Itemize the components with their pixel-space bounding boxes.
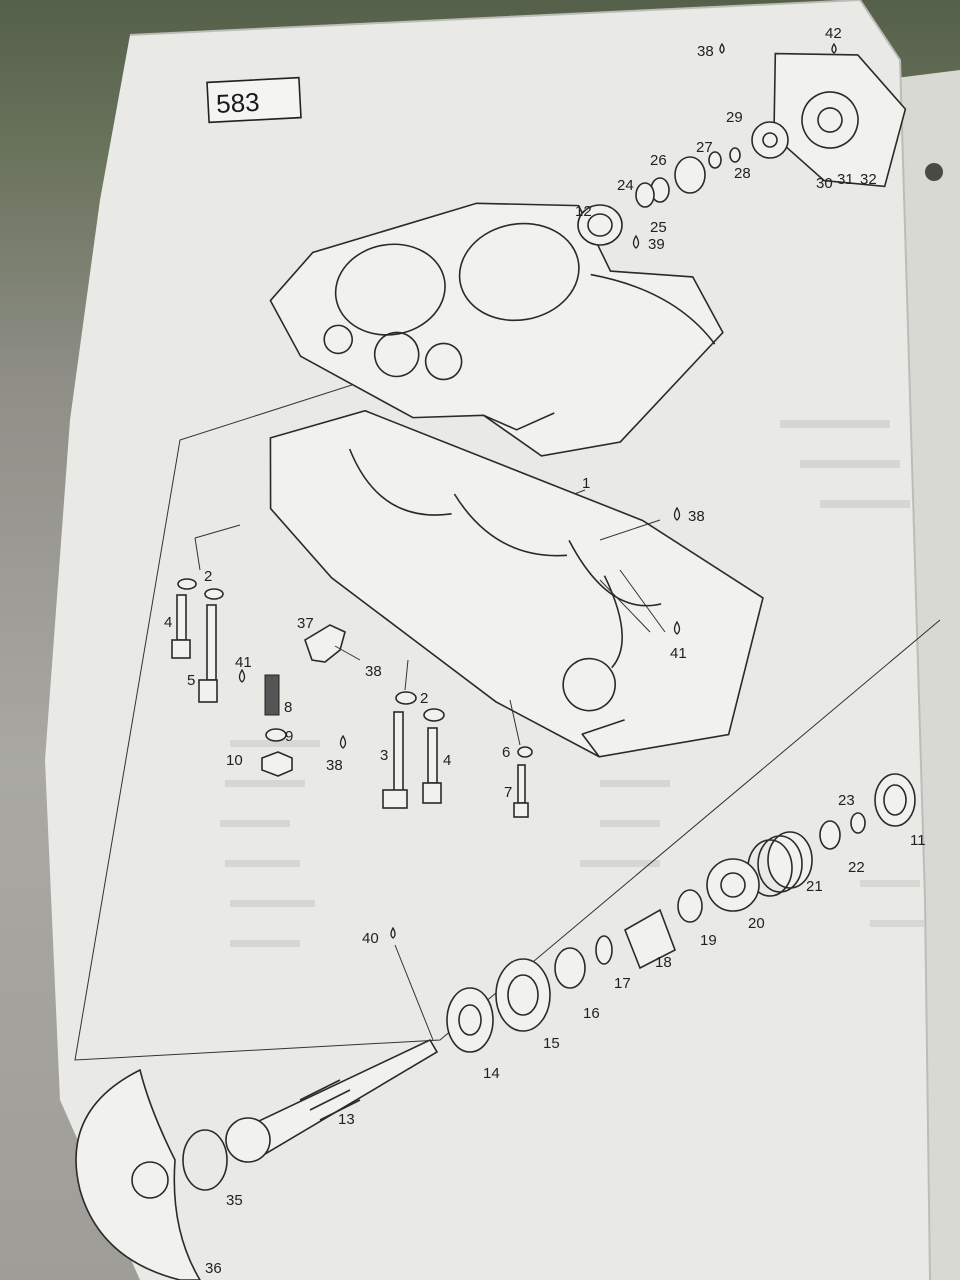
oil-drop-icon <box>390 926 396 939</box>
bearing-12 <box>577 204 623 246</box>
gear-20 <box>706 858 760 912</box>
callout-15: 15 <box>543 1035 560 1052</box>
sleeve-18 <box>624 908 676 970</box>
callout-32: 32 <box>860 171 877 188</box>
bolt-7 <box>513 764 529 818</box>
callout-19: 19 <box>700 932 717 949</box>
oil-drop-icon <box>339 734 347 749</box>
bolt-3 <box>382 711 408 809</box>
callout-38: 38 <box>697 43 714 60</box>
callout-28: 28 <box>734 165 751 182</box>
washer-6 <box>517 746 533 758</box>
callout-18: 18 <box>655 954 672 971</box>
washer-27 <box>708 151 722 169</box>
callout-6: 6 <box>502 744 510 761</box>
callout-1: 1 <box>582 475 590 492</box>
seal-26 <box>674 156 706 194</box>
oil-drop-icons <box>238 42 837 939</box>
washer-2-mid <box>395 691 417 705</box>
callouts: 1 2 2 3 4 4 5 6 7 8 9 10 11 12 13 14 15 … <box>164 25 926 1277</box>
oil-drop-icon <box>632 234 640 249</box>
callout-29: 29 <box>726 109 743 126</box>
nut-10 <box>261 751 293 777</box>
callout-24: 24 <box>617 177 634 194</box>
snap-ring-35 <box>182 1129 228 1191</box>
washer-9 <box>265 728 287 742</box>
callout-10: 10 <box>226 752 243 769</box>
callout-14: 14 <box>483 1065 500 1082</box>
oil-drop-icon <box>673 506 681 521</box>
callout-39: 39 <box>648 236 665 253</box>
leader-lines <box>194 519 666 1041</box>
callout-38: 38 <box>326 757 343 774</box>
bearing-11 <box>874 773 916 827</box>
washer-28 <box>729 147 741 163</box>
gear-29 <box>751 121 789 159</box>
callout-25: 25 <box>650 219 667 236</box>
callout-38: 38 <box>365 663 382 680</box>
seal-14 <box>446 987 494 1053</box>
page-number: 583 <box>215 87 260 119</box>
oil-drop-icon <box>673 620 681 635</box>
bolt-4-mid <box>422 727 442 804</box>
callout-12: 12 <box>575 203 592 220</box>
washer-16 <box>554 947 586 989</box>
binder-hole <box>925 163 943 181</box>
callout-3: 3 <box>380 747 388 764</box>
callout-20: 20 <box>748 915 765 932</box>
upper-crankcase <box>269 202 724 457</box>
bolt-4-left <box>171 594 191 659</box>
circlip-23 <box>850 812 866 834</box>
bolt-5 <box>198 604 218 703</box>
washer-19 <box>677 889 703 923</box>
stud-8 <box>264 674 280 716</box>
elbow-fitting-37 <box>304 624 346 663</box>
callout-13: 13 <box>338 1111 355 1128</box>
callout-4: 4 <box>164 614 172 631</box>
shaft-13 <box>225 1038 439 1163</box>
callout-41: 41 <box>235 654 252 671</box>
washer-2-left <box>177 578 197 590</box>
callout-9: 9 <box>285 728 293 745</box>
callout-22: 22 <box>848 859 865 876</box>
oil-drop-icon <box>238 668 246 683</box>
washer-2-left-b <box>204 588 224 600</box>
callout-4: 4 <box>443 752 451 769</box>
callout-36: 36 <box>205 1260 222 1277</box>
circlip-17 <box>595 935 613 965</box>
oil-drop-icon <box>719 42 725 54</box>
callout-35: 35 <box>226 1192 243 1209</box>
washer-2-mid-b <box>423 708 445 722</box>
callout-11: 11 <box>910 832 926 849</box>
callout-23: 23 <box>838 792 855 809</box>
callout-7: 7 <box>504 784 512 801</box>
lower-crankcase <box>269 409 764 758</box>
callout-17: 17 <box>614 975 631 992</box>
callout-37: 37 <box>297 615 314 632</box>
callout-2: 2 <box>204 568 212 585</box>
callout-2: 2 <box>420 690 428 707</box>
callout-26: 26 <box>650 152 667 169</box>
washer-25 <box>635 182 655 208</box>
plate-36 <box>75 1068 201 1280</box>
callout-30: 30 <box>816 175 833 192</box>
callout-8: 8 <box>284 699 292 716</box>
ring-22 <box>819 820 841 850</box>
bleed-through-text <box>220 420 925 947</box>
bearing-15 <box>495 958 551 1032</box>
callout-27: 27 <box>696 139 713 156</box>
page-number-box <box>206 76 302 124</box>
assembly-frame <box>74 359 941 1061</box>
callout-41: 41 <box>670 645 687 662</box>
callout-21: 21 <box>806 878 823 895</box>
callout-42: 42 <box>825 25 842 42</box>
callout-38: 38 <box>688 508 705 525</box>
oil-drop-icon <box>831 42 837 54</box>
callout-31: 31 <box>837 171 854 188</box>
callout-5: 5 <box>187 672 195 689</box>
callout-16: 16 <box>583 1005 600 1022</box>
callout-40: 40 <box>362 930 379 947</box>
